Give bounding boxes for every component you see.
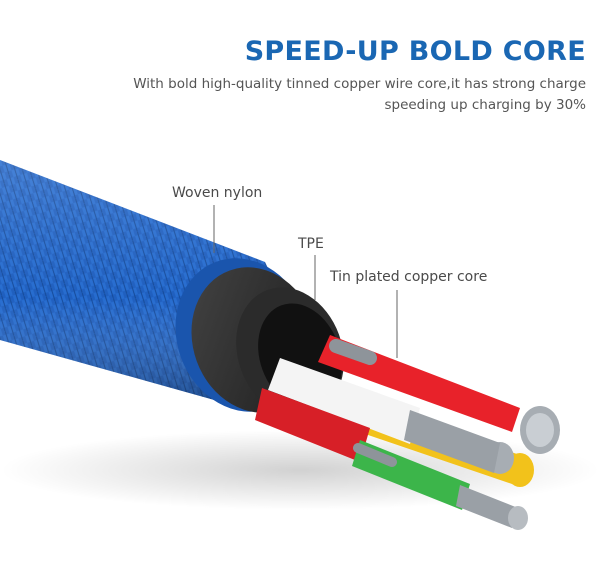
product-description: With bold high-quality tinned copper wir…: [26, 74, 586, 116]
description-line-1: With bold high-quality tinned copper wir…: [133, 76, 586, 92]
copper-strands: [329, 339, 397, 467]
wire-white: [268, 358, 514, 474]
page-title: SPEED-UP BOLD CORE: [244, 36, 586, 67]
description-line-2: speeding up charging by 30%: [384, 97, 586, 113]
callout-copper-core: Tin plated copper core: [330, 269, 488, 285]
wire-red-bottom: [255, 388, 370, 462]
callout-woven-nylon: Woven nylon: [172, 185, 263, 201]
callout-tpe: TPE: [298, 236, 324, 252]
